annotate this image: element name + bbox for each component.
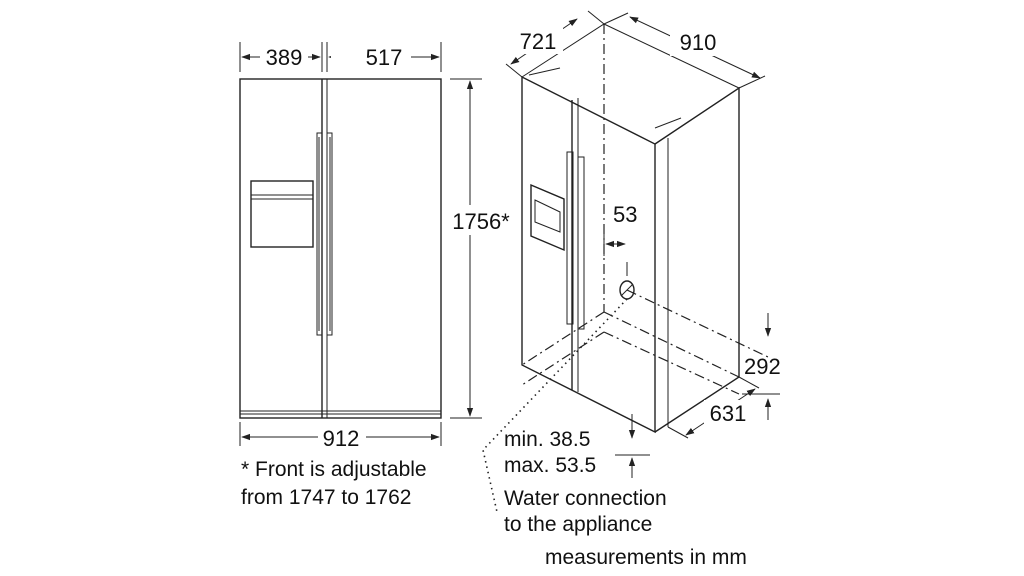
clearance-min-label: min. 38.5: [504, 428, 590, 451]
height-label: 1756*: [452, 209, 510, 234]
fridge-body-outline: [239, 78, 442, 419]
footnote-line-1: * Front is adjustable: [241, 458, 427, 481]
iso-view: 53 721 910 292 631 min. 38.5 max. 53.5 W…: [482, 10, 781, 569]
total-width-label: 912: [323, 426, 360, 451]
water-label-line-2: to the appliance: [504, 513, 652, 536]
iso-dispenser: [530, 183, 565, 252]
water-dispenser-front: [250, 180, 314, 248]
iso-front-face: [521, 75, 656, 434]
front-handle: [316, 132, 333, 336]
clearance-max-label: max. 53.5: [504, 454, 596, 477]
water-connection-symbol: [619, 280, 635, 300]
depth-label: 721: [520, 29, 557, 54]
footnote-line-2: from 1747 to 1762: [241, 486, 411, 509]
water-label-line-1: Water connection: [504, 487, 667, 510]
water-offset-label: 53: [613, 202, 637, 227]
width-left-label: 389: [266, 45, 303, 70]
water-connection-leader: [482, 298, 628, 513]
width-right-label: 517: [366, 45, 403, 70]
front-view: 389 517 1756* 912 * Front is adjustable …: [239, 42, 516, 509]
units-note: measurements in mm: [545, 546, 747, 569]
iso-handle: [566, 151, 585, 330]
water-height-label: 292: [744, 354, 781, 379]
iso-width-label: 910: [680, 30, 717, 55]
bottom-depth-label: 631: [710, 401, 747, 426]
